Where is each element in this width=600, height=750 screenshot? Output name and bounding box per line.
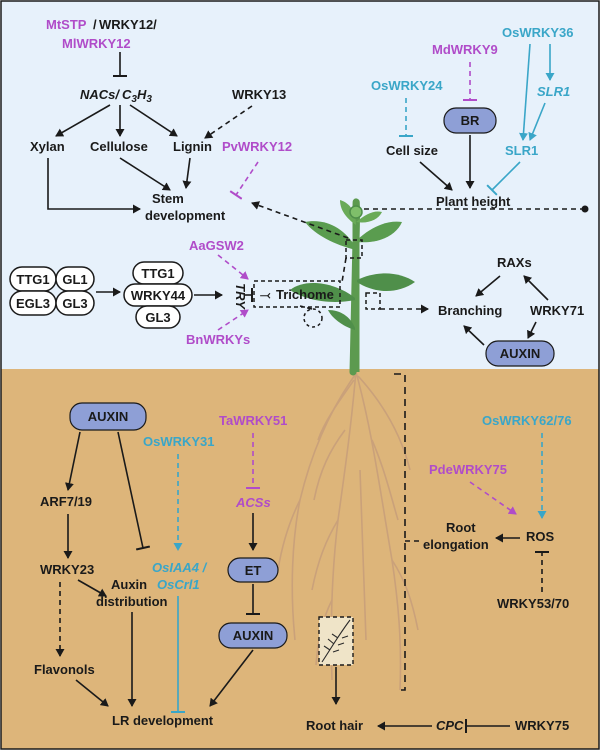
wrky23-label: WRKY23	[40, 562, 94, 577]
gl1-label: GL1	[62, 272, 87, 287]
stem-development-label-2: development	[145, 208, 226, 223]
stem-development-label-1: Stem	[152, 191, 184, 206]
ros-label: ROS	[526, 529, 555, 544]
gl3-label-a: GL3	[62, 296, 87, 311]
flavonols-label: Flavonols	[34, 662, 95, 677]
wrky53-70-label: WRKY53/70	[497, 596, 569, 611]
ttg1-label-a: TTG1	[16, 272, 49, 287]
auxin-label-left: AUXIN	[88, 409, 128, 424]
auxin-label-mid: AUXIN	[233, 628, 273, 643]
oscrl1-label: OsCrl1	[157, 577, 200, 592]
above-ground-panel	[1, 1, 599, 369]
c3h3-label: C3H3	[122, 87, 152, 105]
gl3-node-a	[55, 290, 95, 316]
pdewrky75-label: PdeWRKY75	[429, 462, 507, 477]
root-hair-sketch	[321, 619, 351, 663]
et-label: ET	[245, 563, 262, 578]
ttg1-label-b: TTG1	[141, 266, 174, 281]
mtstp-label: MtSTP	[46, 17, 87, 32]
wrky75-label: WRKY75	[515, 718, 569, 733]
auxin-node-left	[69, 402, 147, 431]
gl3-node-b	[135, 305, 181, 329]
arf7-19-label: ARF7/19	[40, 494, 92, 509]
below-ground-panel	[1, 369, 599, 749]
trichome-label: Trichome	[276, 287, 334, 302]
cellulose-label: Cellulose	[90, 139, 148, 154]
wrky44-label: WRKY44	[131, 288, 186, 303]
pvwrky12-label: PvWRKY12	[222, 139, 292, 154]
et-node	[227, 557, 279, 583]
oswrky62-76-label: OsWRKY62/76	[482, 413, 572, 428]
osiaa4-label: OsIAA4 /	[152, 560, 208, 575]
root-elongation-label-1: Root	[446, 520, 476, 535]
br-node	[443, 107, 497, 134]
aagsw2-label: AaGSW2	[189, 238, 244, 253]
slash-label: /	[93, 17, 97, 32]
trichome-box	[253, 280, 341, 308]
mlwrky12-label: MlWRKY12	[62, 36, 131, 51]
lr-development-label: LR development	[112, 713, 214, 728]
plant-height-label: Plant height	[436, 194, 511, 209]
oswrky24-label: OsWRKY24	[371, 78, 443, 93]
tawrky51-label: TaWRKY51	[219, 413, 287, 428]
trichome-glyph: ⤙	[260, 287, 271, 302]
try-label: TRY	[233, 283, 248, 310]
wrky71-label: WRKY71	[530, 303, 584, 318]
bnwrkys-label: BnWRKYs	[186, 332, 250, 347]
oswrky31-label: OsWRKY31	[143, 434, 215, 449]
lignin-label: Lignin	[173, 139, 212, 154]
xylan-label: Xylan	[30, 139, 65, 154]
auxin-node-mid	[218, 622, 288, 649]
gl3-label-b: GL3	[145, 310, 170, 325]
nacs-label: NACs/	[80, 87, 120, 102]
root-hair-label: Root hair	[306, 718, 363, 733]
cpc-label: CPC	[436, 718, 464, 733]
auxin-distribution-label-1: Auxin	[111, 577, 147, 592]
plant-illustration	[290, 198, 415, 376]
auxin-label-top: AUXIN	[500, 346, 540, 361]
slr1-gene-label: SLR1	[537, 84, 570, 99]
acss-label: ACSs	[235, 495, 271, 510]
auxin-distribution-label-2: distribution	[96, 594, 168, 609]
wrky13-label: WRKY13	[232, 87, 286, 102]
auxin-node-top	[485, 340, 555, 367]
wrky12-label: WRKY12/	[99, 17, 157, 32]
raxs-label: RAXs	[497, 255, 532, 270]
oswrky36-label: OsWRKY36	[502, 25, 574, 40]
root-elongation-label-2: elongation	[423, 537, 489, 552]
edges	[47, 43, 589, 733]
br-label: BR	[461, 113, 480, 128]
cell-size-label: Cell size	[386, 143, 438, 158]
mdwrky9-label: MdWRKY9	[432, 42, 498, 57]
branching-label: Branching	[438, 303, 502, 318]
egl3-label: EGL3	[16, 296, 50, 311]
slr1-protein-label: SLR1	[505, 143, 538, 158]
